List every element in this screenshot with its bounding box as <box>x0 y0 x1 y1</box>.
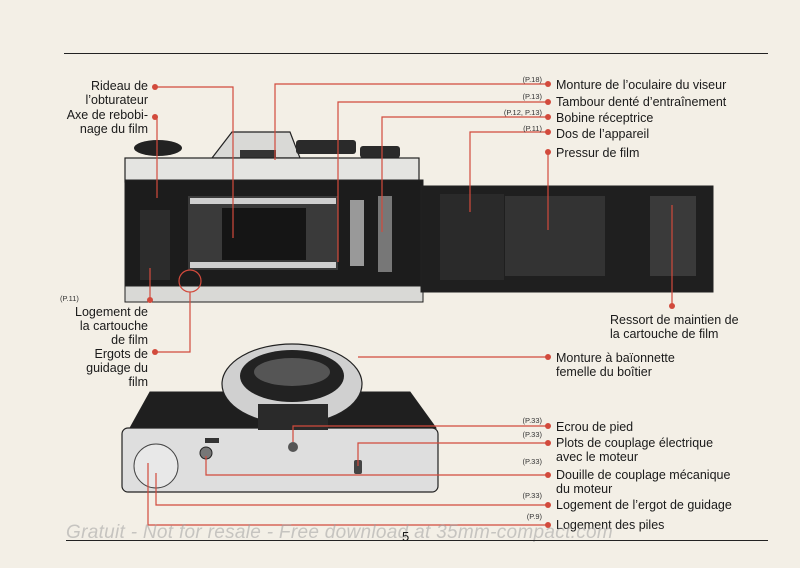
page-number: 5 <box>402 529 410 544</box>
bottom-rule <box>66 540 768 541</box>
label-bobine-receptrice: Bobine réceptrice <box>556 111 654 125</box>
label-pressur-film: Pressur de film <box>556 146 640 160</box>
label-logement-ergot: Logement de l’ergot de guidage <box>556 498 732 512</box>
camera-back-open-illustration <box>124 131 714 303</box>
ref-logement-piles: (P.9) <box>526 512 542 521</box>
label-douille-couplage: Douille de couplage mécanique du moteur <box>556 468 731 496</box>
camera-bottom-illustration <box>121 343 439 493</box>
ref-logement-cartouche: (P.11) <box>60 294 79 303</box>
ref-tambour-dente: (P.13) <box>522 92 542 101</box>
ref-logement-ergot: (P.33) <box>522 491 542 500</box>
ref-bobine-receptrice: (P.12, P.13) <box>503 108 542 117</box>
label-axe-rebobinage: Axe de rebobi- nage du film <box>66 108 148 136</box>
label-ressort-maintien: Ressort de maintien de la cartouche de f… <box>610 313 739 341</box>
label-ecrou-pied: Ecrou de pied <box>556 420 634 434</box>
label-monture-oculaire: Monture de l’oculaire du viseur <box>556 78 727 92</box>
leader-dots <box>147 81 675 528</box>
ref-ecrou-pied: (P.33) <box>522 416 542 425</box>
ref-dos-appareil: (P.11) <box>523 124 542 133</box>
label-tambour-dente: Tambour denté d’entraînement <box>556 95 727 109</box>
label-plots-couplage: Plots de couplage électrique avec le mot… <box>556 436 714 464</box>
label-logement-cartouche: Logement de la cartouche de film <box>75 305 148 347</box>
watermark: Gratuit - Not for resale - Free download… <box>66 522 614 543</box>
label-rideau-obturateur: Rideau de l’obturateur <box>85 79 148 107</box>
label-ergots-guidage: Ergots de guidage du film <box>86 347 148 389</box>
ref-douille-couplage: (P.33) <box>522 457 542 466</box>
ref-monture-oculaire: (P.18) <box>522 75 542 84</box>
leader-lines <box>147 83 673 526</box>
label-dos-appareil: Dos de l’appareil <box>556 127 650 141</box>
label-monture-baionnette: Monture à baïonnette femelle du boîtier <box>556 351 675 379</box>
label-logement-piles: Logement des piles <box>556 518 665 532</box>
ref-plots-couplage: (P.33) <box>522 430 542 439</box>
top-rule <box>64 53 768 54</box>
